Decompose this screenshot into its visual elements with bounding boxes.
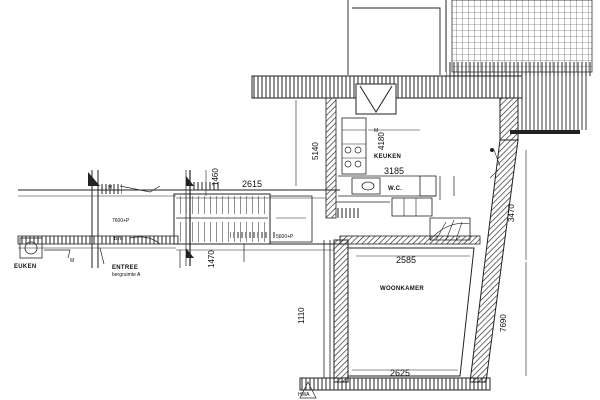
label-m-kitchen: M xyxy=(374,128,378,134)
neighbour-building xyxy=(347,0,593,134)
dim-stair-vertical-lower: 1470 xyxy=(207,250,216,268)
room-label-keuken: KEUKEN xyxy=(374,154,401,160)
dim-living-bottom-width: 2625 xyxy=(390,368,410,378)
room-label-wc: W.C. xyxy=(388,186,402,192)
label-m-entry: M xyxy=(108,185,112,191)
dim-corridor-width: 2615 xyxy=(242,179,262,189)
level-label-stair: 5600+P xyxy=(276,234,294,240)
room-label-entree-sub: bergruimte A xyxy=(112,272,141,278)
house-walls xyxy=(251,75,523,391)
dim-left-vertical: 1110 xyxy=(297,307,306,324)
room-label-entree: ENTREE xyxy=(112,265,138,271)
dim-stair-left-upper: 5140 xyxy=(311,142,320,160)
label-b7b: B7b xyxy=(114,236,123,242)
room-label-woonkamer: WOONKAMER xyxy=(380,286,424,292)
dim-stair-vertical-small: 1460 xyxy=(211,168,220,186)
dim-side-upper: 3470 xyxy=(507,204,516,222)
dim-side-lower: 7690 xyxy=(499,314,508,332)
entrance-corridor xyxy=(17,100,527,399)
kitchen-area xyxy=(336,83,501,241)
room-label-keuken-left: EUKEN xyxy=(14,264,37,270)
label-m-left: M xyxy=(70,258,74,264)
level-label-left: 7600+P xyxy=(112,218,130,224)
dim-living-top-width: 2585 xyxy=(396,255,416,265)
dim-kitchen-small-vertical: 4180 xyxy=(377,132,386,150)
dim-kitchen-width: 3185 xyxy=(384,166,404,176)
label-hwa: HWA xyxy=(298,392,310,398)
central-stair xyxy=(173,170,313,266)
